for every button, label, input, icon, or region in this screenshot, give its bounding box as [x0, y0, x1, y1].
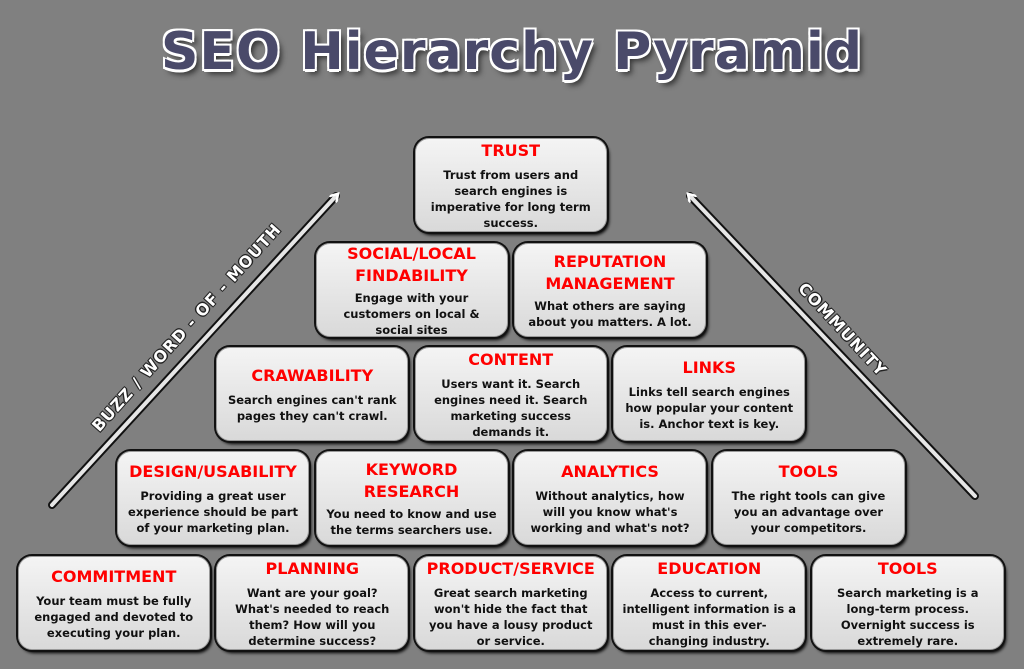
pyramid-block-crawability: CRAWABILITY Search engines can't rank pag… — [216, 347, 409, 441]
block-description: Without analytics, how will you know wha… — [530, 488, 690, 535]
block-description: Search engines can't rank pages they can… — [227, 392, 397, 423]
block-title: SOCIAL/LOCAL FINDABILITY — [347, 243, 476, 285]
pyramid-block-design-usability: DESIGN/USABILITY Providing a great user e… — [117, 451, 309, 545]
pyramid-block-commitment: COMMITMENT Your team must be fully engage… — [17, 556, 210, 650]
block-title: EDUCATION — [657, 558, 762, 578]
block-title: PLANNING — [265, 558, 360, 578]
block-title: CONTENT — [468, 349, 554, 369]
block-title: DESIGN/USABILITY — [129, 461, 297, 481]
right-arrow-icon — [686, 192, 979, 500]
block-title: TOOLS — [877, 558, 938, 578]
block-description: You need to know and use the terms searc… — [326, 506, 497, 537]
block-title: REPUTATION MANAGEMENT — [545, 251, 675, 293]
block-description: What others are saying about you matters… — [528, 298, 692, 329]
block-description: Great search marketing won't hide the fa… — [428, 585, 593, 648]
pyramid-block-reputation-management: REPUTATION MANAGEMENT What others are say… — [514, 243, 706, 337]
pyramid-block-links: LINKS Links tell search engines how popul… — [613, 347, 806, 441]
block-description: Trust from users and search engines is i… — [430, 167, 591, 230]
pyramid-block-tools: TOOLS The right tools can give you an adv… — [712, 451, 905, 545]
page-title: SEO Hierarchy Pyramid — [160, 22, 864, 82]
pyramid-block-trust: TRUST Trust from users and search engines… — [414, 138, 607, 232]
pyramid-block-analytics: ANALYTICS Without analytics, how will you… — [514, 451, 706, 545]
block-description: Providing a great user experience should… — [128, 488, 298, 535]
block-title: TRUST — [481, 140, 541, 160]
block-description: Search marketing is a long-term process.… — [837, 585, 979, 648]
block-title: LINKS — [682, 357, 736, 377]
pyramid-block-content: CONTENT Users want it. Search engines nee… — [414, 347, 607, 441]
block-title: KEYWORD RESEARCH — [363, 459, 460, 501]
block-description: Users want it. Search engines need it. S… — [434, 376, 588, 439]
pyramid-block-tools: TOOLS Search marketing is a long-term pro… — [811, 556, 1004, 650]
block-description: The right tools can give you an advantag… — [731, 488, 886, 535]
block-description: Engage with your customers on local & so… — [343, 290, 480, 337]
pyramid-block-social-local-findability: SOCIAL/LOCAL FINDABILITY Engage with your… — [315, 243, 508, 337]
left-arrow-icon — [48, 192, 340, 509]
pyramid-block-education: EDUCATION Access to current, intelligent … — [613, 556, 806, 650]
block-title: TOOLS — [778, 461, 839, 481]
block-description: Your team must be fully engaged and devo… — [34, 593, 194, 640]
block-description: Want are your goal? What's needed to rea… — [235, 585, 390, 648]
block-description: Access to current, intelligent informati… — [622, 585, 797, 648]
block-title: CRAWABILITY — [251, 365, 374, 385]
pyramid-block-product-service: PRODUCT/SERVICE Great search marketing wo… — [414, 556, 607, 650]
block-title: COMMITMENT — [51, 566, 177, 586]
block-title: PRODUCT/SERVICE — [426, 558, 595, 578]
pyramid-block-keyword-research: KEYWORD RESEARCH You need to know and use… — [315, 451, 508, 545]
pyramid-block-planning: PLANNING Want are your goal? What's neede… — [216, 556, 409, 650]
block-description: Links tell search engines how popular yo… — [625, 384, 794, 431]
block-title: ANALYTICS — [561, 461, 659, 481]
